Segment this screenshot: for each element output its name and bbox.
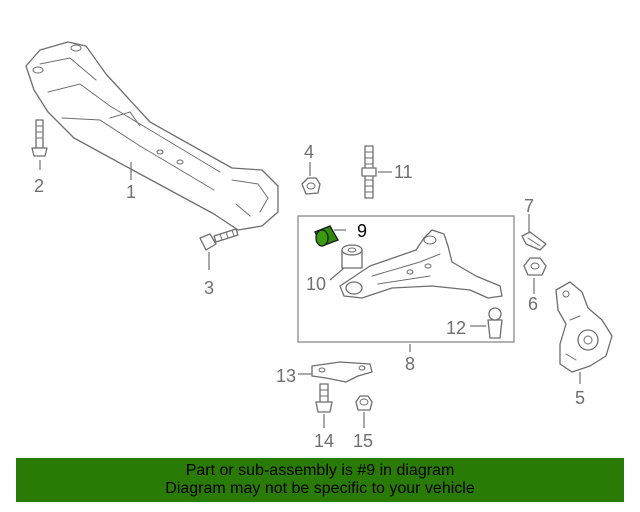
callout-2[interactable]: 2 [34, 176, 44, 196]
callout-15[interactable]: 15 [353, 431, 373, 451]
part-11-stud[interactable] [361, 145, 377, 199]
part-2-bolt[interactable] [31, 119, 48, 157]
callout-13[interactable]: 13 [276, 366, 296, 386]
part-7-clip[interactable] [521, 231, 547, 251]
callout-6[interactable]: 6 [528, 294, 538, 314]
callout-12[interactable]: 12 [446, 318, 466, 338]
callout-14[interactable]: 14 [314, 431, 334, 451]
part-13-bracket[interactable] [311, 361, 373, 383]
callout-9[interactable]: 9 [357, 221, 367, 241]
leader-lines [39, 160, 581, 428]
part-9-bushing[interactable] [314, 225, 339, 247]
callout-10[interactable]: 10 [306, 274, 326, 294]
part-3-bolt[interactable] [199, 228, 239, 251]
callout-3[interactable]: 3 [204, 278, 214, 298]
part-5-knuckle[interactable] [555, 281, 613, 373]
banner-line-disclaimer: Diagram may not be specific to your vehi… [165, 480, 475, 497]
lower-control-arm[interactable] [339, 229, 503, 299]
part-1-crossmember[interactable] [25, 41, 279, 231]
callout-1[interactable]: 1 [126, 182, 136, 202]
part-10-bushing[interactable] [341, 244, 363, 269]
part-12-ball-joint[interactable] [487, 307, 503, 339]
callout-7[interactable]: 7 [524, 196, 534, 216]
part-8-assembly-box [297, 215, 515, 343]
info-banner: Part or sub-assembly is #9 in diagram Di… [16, 458, 624, 502]
callout-11[interactable]: 11 [394, 162, 413, 182]
part-15-nut[interactable] [355, 395, 373, 411]
part-4-nut[interactable] [301, 177, 321, 195]
callout-8[interactable]: 8 [405, 354, 415, 374]
callout-5[interactable]: 5 [575, 388, 585, 408]
banner-line-part: Part or sub-assembly is #9 in diagram [185, 462, 455, 479]
part-6-nut[interactable] [523, 257, 547, 276]
callout-4[interactable]: 4 [304, 142, 314, 162]
part-14-bolt[interactable] [315, 383, 333, 413]
